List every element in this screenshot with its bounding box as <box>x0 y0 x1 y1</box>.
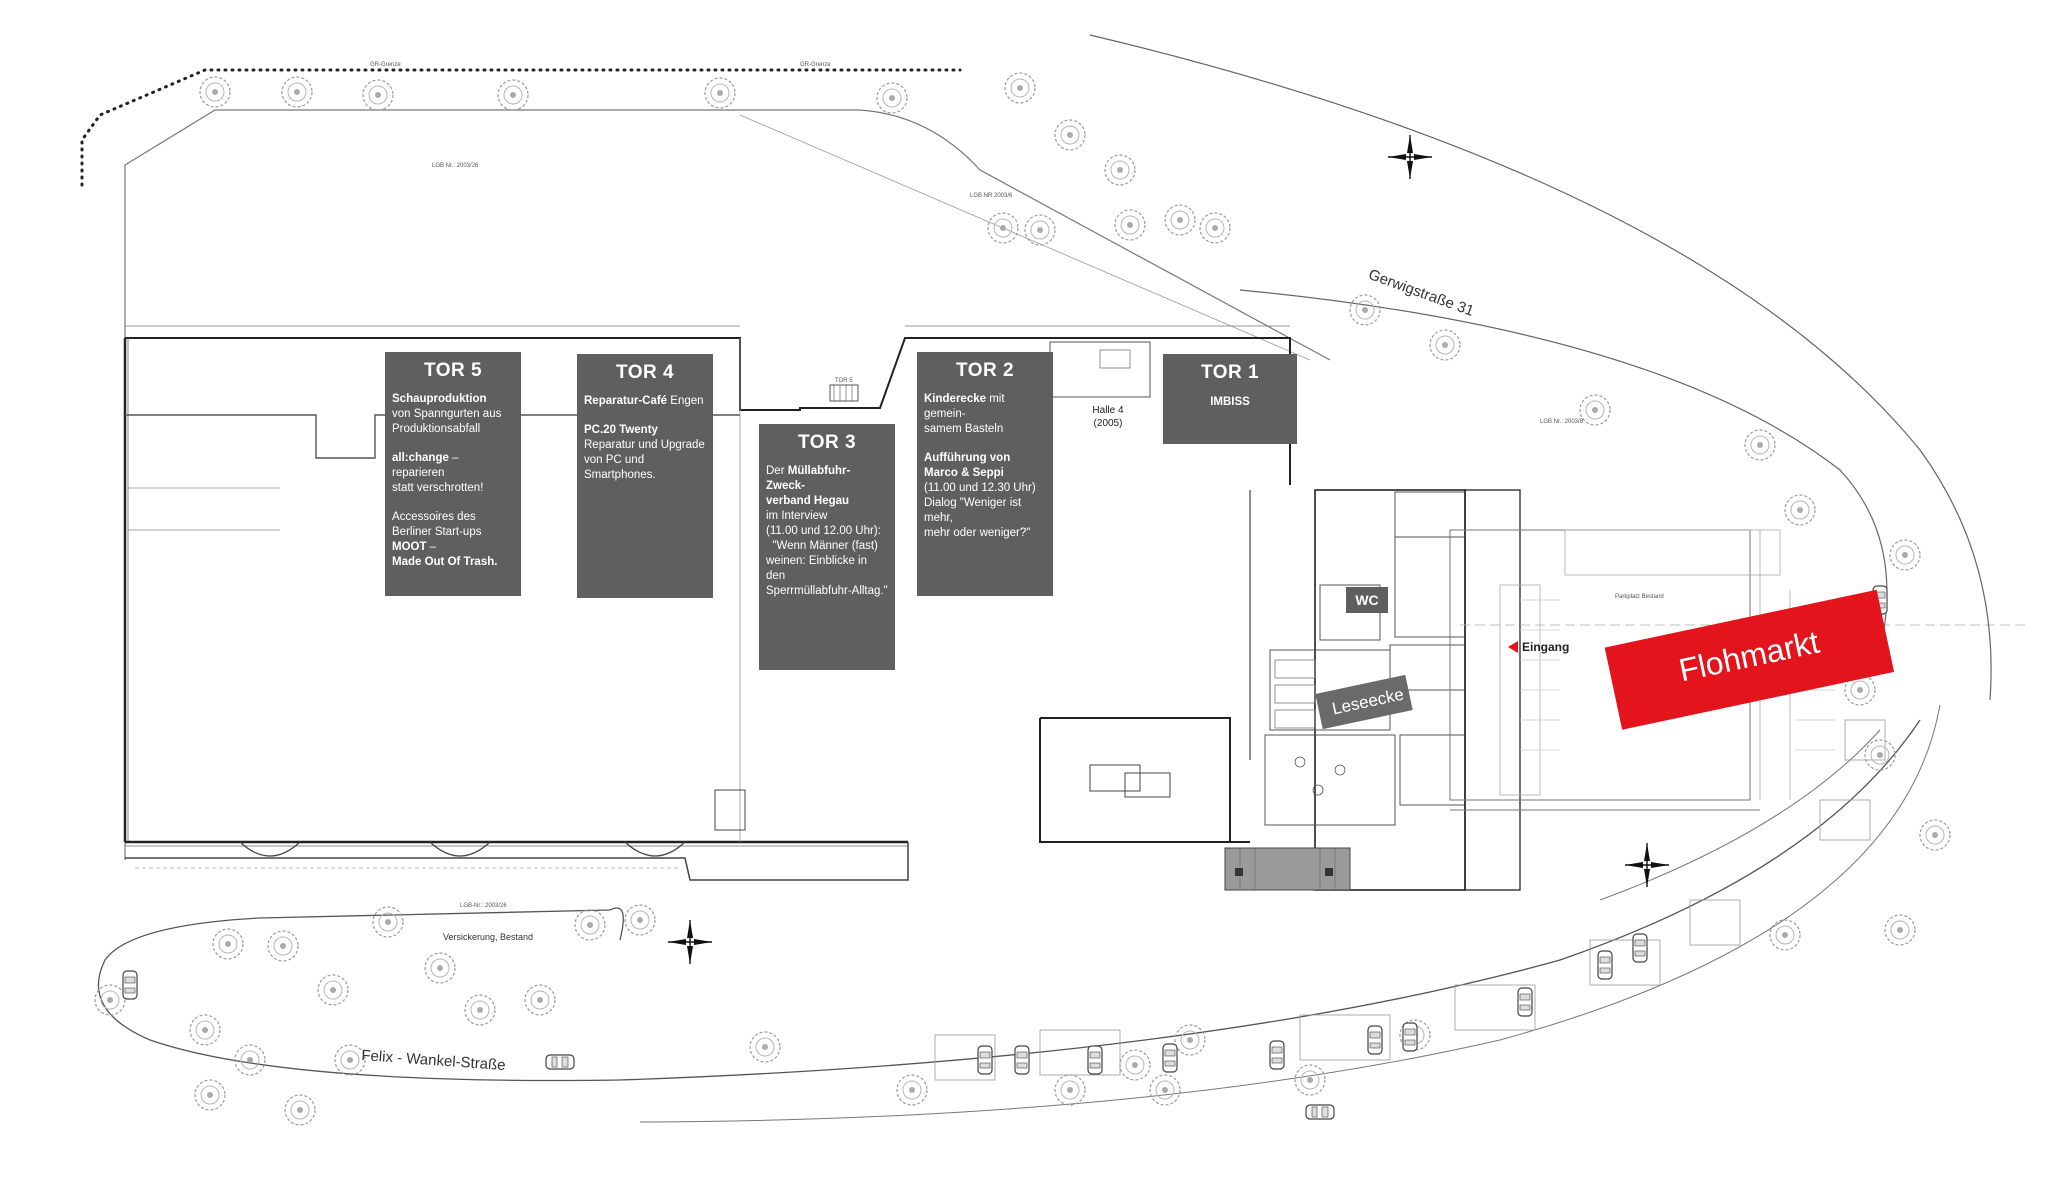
tor2-line: Kinderecke <box>924 393 987 405</box>
compass-rose-icon <box>1387 134 1433 180</box>
compass-rose-icon <box>1624 842 1670 888</box>
tor5-line: all:change <box>392 452 449 464</box>
lgb-right-label: LGB Nr.: 2003/8 <box>1540 419 1584 425</box>
tor-small-label: TOR 5 <box>835 378 853 384</box>
tor3-title: TOR 3 <box>797 432 857 453</box>
tor3-line: verband Hegau <box>766 495 850 507</box>
tor4-line: von PC und Smartphones. <box>584 454 656 481</box>
tor5-line: Made Out Of Trash. <box>392 556 498 568</box>
tor1-imbiss: IMBISS <box>1210 396 1250 408</box>
property-boundary <box>80 68 962 187</box>
tor2-box: TOR 2 Kinderecke mit gemein- samem Baste… <box>917 352 1053 596</box>
tor5-line: statt verschrotten! <box>392 482 484 494</box>
tor2-line: samem Basteln <box>924 423 1004 435</box>
tor5-line: Accessoires des <box>392 511 476 523</box>
wc-label: WC <box>1346 587 1388 613</box>
tor2-title: TOR 2 <box>955 360 1015 381</box>
tor4-title: TOR 4 <box>615 362 675 383</box>
gr-grenze-label: GR-Grenze <box>800 62 831 68</box>
tor2-line: mehr oder weniger?" <box>924 527 1031 539</box>
halle4-line1: Halle 4 <box>1092 405 1124 416</box>
tor5-line: Schauproduktion <box>392 393 487 405</box>
tor5-line: – <box>426 541 437 553</box>
lgb-bottom-label: LGB-Nr.: 2003/26 <box>460 903 507 909</box>
trees <box>94 72 1951 1126</box>
halle4-line2: (2005) <box>1093 418 1123 429</box>
tor5-line: MOOT <box>392 541 427 553</box>
tor3-line: Der <box>766 465 788 477</box>
arrow-left-icon <box>1508 641 1518 653</box>
tor1-box: TOR 1 IMBISS <box>1163 354 1297 444</box>
tor5-box: TOR 5 Schauproduktion von Spanngurten au… <box>385 352 521 596</box>
tor1-title: TOR 1 <box>1200 362 1260 383</box>
tor5-title: TOR 5 <box>423 360 483 381</box>
versickerung-label: Versickerung, Bestand <box>443 932 534 942</box>
tor2-line: mit gemein- <box>924 393 1005 420</box>
tor3-line: (11.00 und 12.00 Uhr): <box>766 525 881 537</box>
tor4-line: Reparatur-Café <box>584 395 668 407</box>
lgb-inner-label: LGB Nr.: 2003/26 <box>432 163 479 169</box>
tor3-line: im Interview <box>766 510 828 522</box>
tor4-box: TOR 4 Reparatur-Café Engen PC.20 Twenty … <box>577 354 713 598</box>
tor4-line: PC.20 Twenty <box>584 424 658 436</box>
tor3-line: Müllabfuhr-Zweck- <box>766 465 851 492</box>
gr-grenze-label: GR-Grenze <box>370 62 401 68</box>
tor5-line: – reparieren <box>392 452 459 479</box>
tor2-line: Marco & Seppi <box>924 467 1004 479</box>
tor4-line: Reparatur und Upgrade <box>584 439 705 451</box>
tor2-line: Dialog "Weniger ist mehr, <box>924 497 1022 524</box>
tor5-line: von Spanngurten aus <box>392 408 502 420</box>
tor3-line: Sperrmüllabfuhr-Alltag." <box>766 585 888 597</box>
tor5-line: Berliner Start-ups <box>392 526 482 538</box>
tor4-line: Engen <box>667 395 704 407</box>
lgb-top-label: LGB NR 2003/6 <box>970 193 1013 199</box>
tor3-line: "Wenn Männer (fast) <box>766 540 878 552</box>
parkplatz-label: Parkplatz Bestand <box>1615 594 1664 600</box>
halle4-label: Halle 4 (2005) <box>1088 404 1128 430</box>
tor3-line: weinen: Einblicke in den <box>766 555 868 582</box>
tor2-line: (11.00 und 12.30 Uhr) <box>924 482 1036 494</box>
tor3-box: TOR 3 Der Müllabfuhr-Zweck- verband Hega… <box>759 424 895 670</box>
tor5-line: Produktionsabfall <box>392 423 481 435</box>
eingang-label: Eingang <box>1522 640 1570 654</box>
compass-rose-icon <box>667 919 713 965</box>
tor2-line: Aufführung von <box>924 452 1011 464</box>
